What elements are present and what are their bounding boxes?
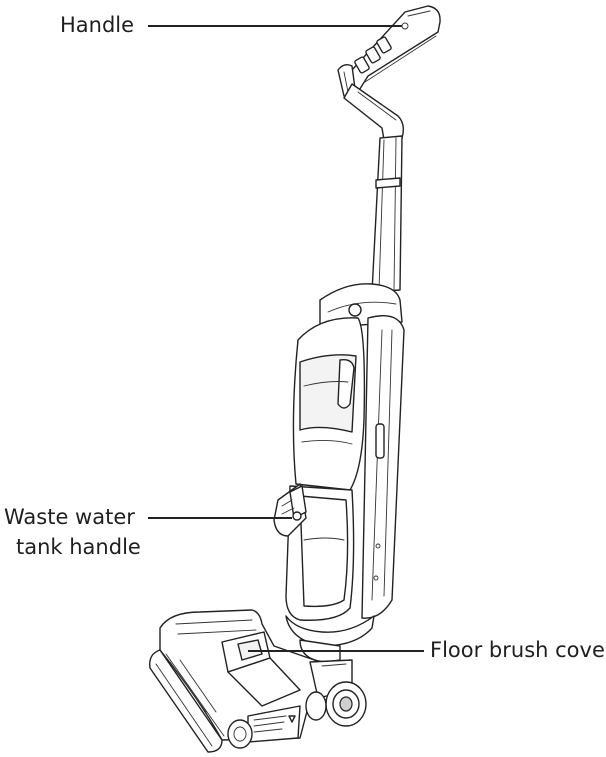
main-body [273, 283, 405, 621]
leader-line-handle [148, 25, 402, 27]
label-waste-water-tank-handle-line2: tank handle [16, 535, 141, 559]
floor-brush-head [149, 609, 341, 753]
handle-grip [337, 5, 441, 141]
leader-line-waste-water-tank-handle [148, 517, 292, 519]
label-floor-brush-cover: Floor brush cover [430, 638, 606, 662]
label-handle: Handle [60, 13, 135, 37]
leader-line-floor-brush-cover [248, 650, 424, 652]
rear-wheels [305, 659, 367, 727]
label-waste-water-tank-handle-line1: Waste water [4, 505, 135, 529]
handle-tube [371, 135, 403, 293]
